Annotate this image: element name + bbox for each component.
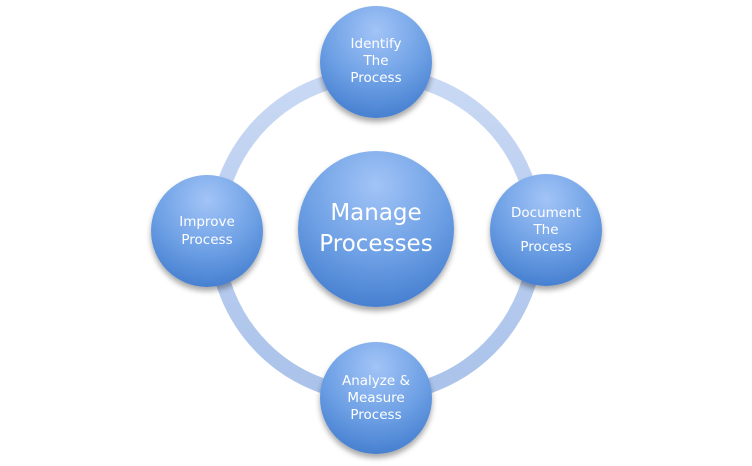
node-analyze-line2: Measure: [347, 390, 404, 406]
center-node-circle: [298, 151, 454, 307]
node-document-line3: Process: [520, 239, 571, 255]
node-document: Document The Process: [490, 174, 602, 286]
center-label-line1: Manage: [330, 200, 421, 226]
node-analyze-line1: Analyze &: [342, 373, 410, 389]
node-identify-circle: [320, 6, 432, 118]
node-identify: Identify The Process: [320, 6, 432, 118]
node-improve-line1: Improve: [179, 214, 235, 230]
center-label-line2: Processes: [319, 231, 432, 257]
node-analyze-circle: [320, 342, 432, 454]
node-document-circle: [490, 174, 602, 286]
node-document-line2: The: [532, 222, 558, 238]
node-identify-line2: The: [362, 53, 388, 69]
node-analyze-line3: Process: [350, 407, 401, 423]
node-improve-circle: [151, 175, 263, 287]
node-analyze: Analyze & Measure Process: [320, 342, 432, 454]
node-improve: Improve Process: [151, 175, 263, 287]
node-identify-line3: Process: [350, 70, 401, 86]
node-document-line1: Document: [511, 205, 581, 221]
center-node: Manage Processes: [298, 151, 454, 307]
node-identify-line1: Identify: [351, 36, 402, 52]
node-improve-line2: Process: [181, 232, 232, 248]
